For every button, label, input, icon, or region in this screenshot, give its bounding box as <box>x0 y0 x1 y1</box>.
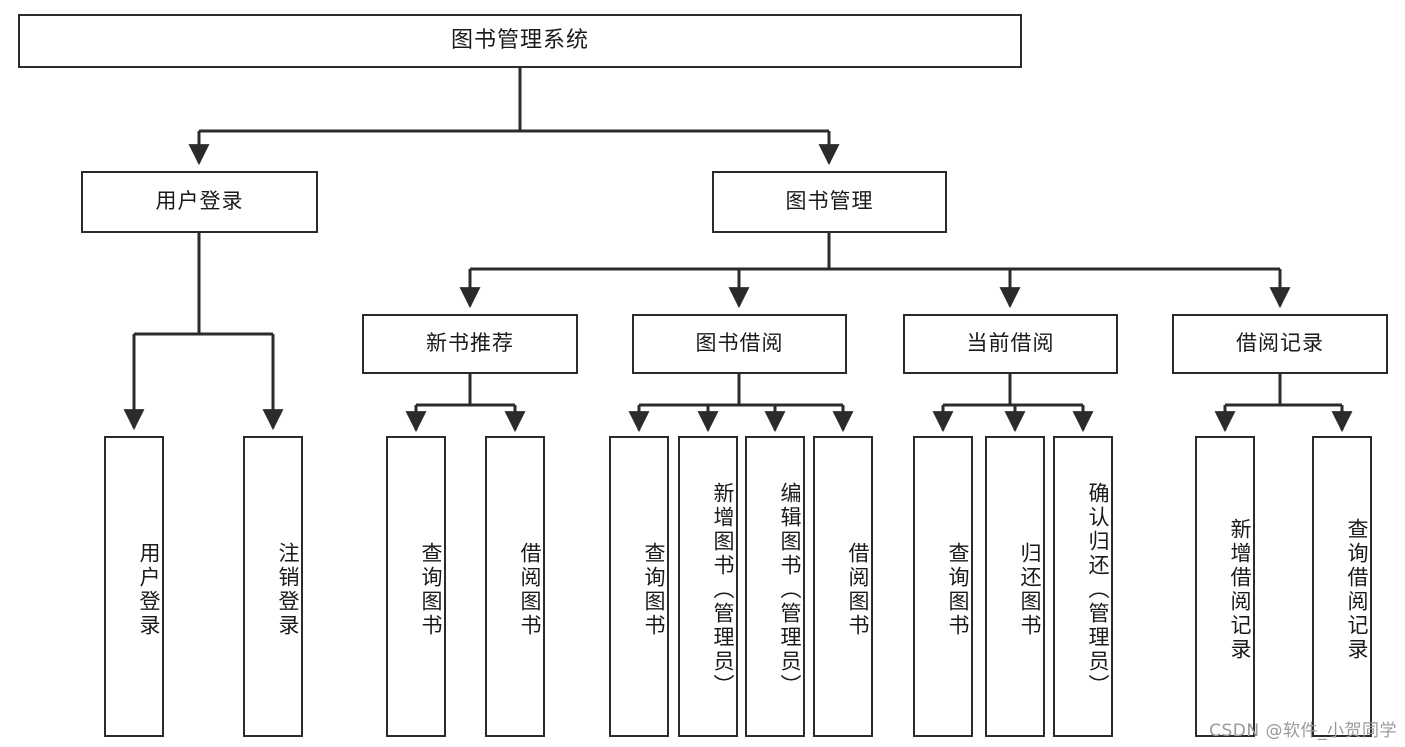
leaf-add-book-admin[interactable]: 新增图书（管理员） <box>678 436 738 737</box>
node-label: 查询借阅记录 <box>1345 517 1369 662</box>
node-label: 用户登录 <box>155 189 244 214</box>
leaf-return-book[interactable]: 归还图书 <box>985 436 1045 737</box>
node-label: 新增图书（管理员） <box>711 481 735 698</box>
node-label: 查询图书 <box>946 541 970 638</box>
user-login-connectors <box>123 233 284 431</box>
node-label: 注销登录 <box>276 541 300 638</box>
leaf-query-borrow-record[interactable]: 查询借阅记录 <box>1312 436 1372 737</box>
leaf-user-logout[interactable]: 注销登录 <box>243 436 303 737</box>
leaf-query-book-current[interactable]: 查询图书 <box>913 436 973 737</box>
leaf-confirm-return-admin[interactable]: 确认归还（管理员） <box>1053 436 1113 737</box>
node-book-borrow[interactable]: 图书借阅 <box>632 314 847 374</box>
leaf-edit-book-admin[interactable]: 编辑图书（管理员） <box>745 436 805 737</box>
node-label: 编辑图书（管理员） <box>778 481 802 698</box>
leaf-query-book-recommend[interactable]: 查询图书 <box>386 436 446 737</box>
node-new-book-recommend[interactable]: 新书推荐 <box>362 314 578 374</box>
node-label: 新书推荐 <box>426 331 514 356</box>
leaf-add-borrow-record[interactable]: 新增借阅记录 <box>1195 436 1255 737</box>
node-label: 图书借阅 <box>695 331 784 356</box>
borrow-record-connectors <box>1214 374 1353 433</box>
node-label: 查询图书 <box>419 541 443 638</box>
csdn-watermark: CSDN @软件_小贺同学 <box>1209 721 1397 741</box>
node-label: 归还图书 <box>1018 541 1042 638</box>
leaf-borrow-book[interactable]: 借阅图书 <box>813 436 873 737</box>
node-label: 新增借阅记录 <box>1228 517 1252 662</box>
node-current-borrow[interactable]: 当前借阅 <box>903 314 1118 374</box>
leaf-borrow-book-recommend[interactable]: 借阅图书 <box>485 436 545 737</box>
book-management-connectors <box>459 233 1291 309</box>
node-label: 确认归还（管理员） <box>1086 481 1110 698</box>
node-user-login[interactable]: 用户登录 <box>81 171 318 233</box>
node-label: 图书管理系统 <box>450 27 589 53</box>
root-connectors <box>188 68 840 166</box>
new-book-recommend-connectors <box>405 374 526 433</box>
node-root-system[interactable]: 图书管理系统 <box>18 14 1022 68</box>
node-label: 当前借阅 <box>966 331 1055 356</box>
leaf-query-book-borrow[interactable]: 查询图书 <box>609 436 669 737</box>
node-label: 用户登录 <box>137 541 161 638</box>
node-label: 图书管理 <box>785 189 874 214</box>
node-borrow-record[interactable]: 借阅记录 <box>1172 314 1388 374</box>
leaf-user-login[interactable]: 用户登录 <box>104 436 164 737</box>
current-borrow-connectors <box>932 374 1094 433</box>
node-label: 借阅图书 <box>518 541 542 638</box>
node-label: 查询图书 <box>642 541 666 638</box>
node-label: 借阅图书 <box>846 541 870 638</box>
node-label: 借阅记录 <box>1236 331 1324 356</box>
node-book-management[interactable]: 图书管理 <box>712 171 947 233</box>
book-borrow-connectors <box>628 374 854 433</box>
